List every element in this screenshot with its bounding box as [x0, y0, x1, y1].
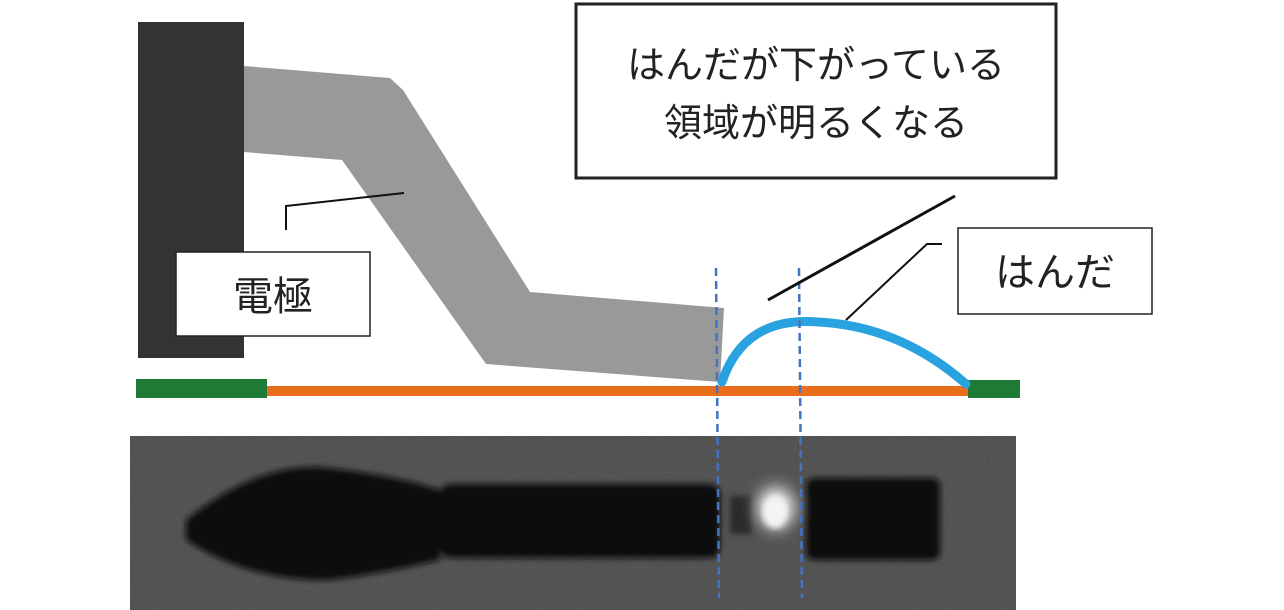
- electrode-leader-line: [285, 192, 405, 230]
- component-lead: [244, 66, 724, 382]
- note-leader-line: [767, 194, 956, 302]
- copper-trace: [266, 386, 968, 396]
- guide-line-right: [797, 267, 804, 599]
- electrode-callout: 電極: [175, 251, 371, 337]
- note-line-1: はんだが下がっている: [627, 43, 1005, 87]
- solder-arc: [717, 317, 971, 389]
- guide-line-left: [714, 267, 721, 599]
- left-pad: [136, 379, 267, 398]
- note-callout: はんだが下がっている 領域が明るくなる: [574, 2, 1058, 180]
- solder-label: はんだ: [995, 250, 1115, 296]
- note-line-2: 領域が明るくなる: [664, 101, 968, 145]
- solder-leader-line: [845, 243, 942, 321]
- xray-image: [130, 436, 1016, 610]
- solder-callout: はんだ: [957, 227, 1153, 315]
- right-pad: [968, 380, 1020, 398]
- electrode-label: 電極: [233, 274, 313, 320]
